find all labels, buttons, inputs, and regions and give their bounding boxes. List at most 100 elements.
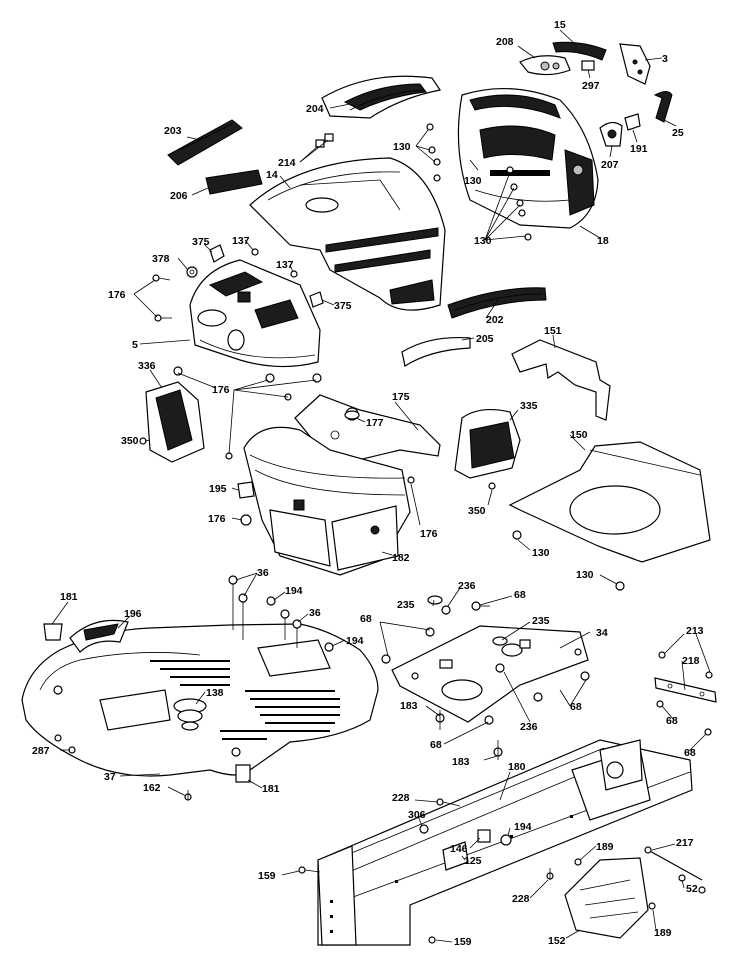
callout-138: 138 — [206, 687, 224, 699]
callout-146: 146 — [450, 843, 468, 855]
part-52-nuts — [678, 874, 706, 894]
callout-203: 203 — [164, 125, 182, 137]
part-335-side-panel — [454, 408, 521, 479]
callout-206: 206 — [170, 190, 188, 202]
callout-68-b: 68 — [360, 613, 372, 625]
part-183-bolts — [435, 710, 503, 760]
callout-159-a: 159 — [258, 870, 276, 882]
part-236-bolts — [441, 605, 505, 673]
part-14-hood — [249, 157, 446, 311]
callout-180: 180 — [508, 761, 526, 773]
callout-181-a: 181 — [60, 591, 78, 603]
callout-207: 207 — [601, 159, 619, 171]
part-206-lens — [205, 169, 263, 195]
callout-130-a: 130 — [393, 141, 411, 153]
part-196-seat-plate — [69, 619, 129, 653]
callout-labels: 15 208 3 297 204 203 130 214 14 207 191 … — [32, 19, 704, 948]
part-217-rod — [644, 846, 703, 881]
callout-202: 202 — [486, 314, 504, 326]
callout-194-a: 194 — [285, 585, 303, 597]
part-130-screws-upper — [426, 123, 532, 241]
callout-176-c: 176 — [208, 513, 226, 525]
part-18-grille-housing — [457, 87, 599, 229]
callout-52: 52 — [686, 883, 698, 895]
callout-36-b: 36 — [309, 607, 321, 619]
part-297-clip — [581, 60, 595, 71]
callout-183-b: 183 — [452, 756, 470, 768]
part-150-footrest-plate — [508, 441, 711, 563]
callout-194-c: 194 — [514, 821, 532, 833]
callout-68-e: 68 — [430, 739, 442, 751]
callout-235-b: 235 — [532, 615, 550, 627]
callout-335: 335 — [520, 400, 538, 412]
part-68-bolts — [381, 601, 712, 736]
callout-15: 15 — [554, 19, 566, 31]
part-34-plate — [391, 625, 589, 723]
callout-350-a: 350 — [121, 435, 139, 447]
callout-130-e: 130 — [576, 569, 594, 581]
callout-205: 205 — [476, 333, 494, 345]
callout-34: 34 — [596, 627, 608, 639]
callout-37: 37 — [104, 771, 116, 783]
callout-213: 213 — [686, 625, 704, 637]
callout-68-c: 68 — [570, 701, 582, 713]
callout-194-b: 194 — [346, 635, 364, 647]
part-207-headlight — [599, 121, 623, 147]
part-181-bumper — [43, 623, 251, 783]
callout-189-b: 189 — [654, 927, 672, 939]
part-189-bolts — [574, 858, 656, 910]
part-213-bolts — [658, 651, 713, 679]
callout-217: 217 — [676, 837, 694, 849]
callout-36-a: 36 — [257, 567, 269, 579]
callout-189-a: 189 — [596, 841, 614, 853]
part-375-clips — [209, 244, 324, 308]
part-195-knob — [237, 481, 255, 499]
callout-236-b: 236 — [520, 721, 538, 733]
callout-196: 196 — [124, 608, 142, 620]
part-36-bolts — [228, 575, 302, 648]
callout-214: 214 — [278, 157, 296, 169]
callout-208: 208 — [496, 36, 514, 48]
part-15-strip — [552, 41, 607, 61]
part-182-lower-dash — [243, 426, 411, 576]
callout-159-b: 159 — [454, 936, 472, 948]
callout-175: 175 — [392, 391, 410, 403]
part-25-trim — [653, 91, 673, 123]
part-204-hood-vent — [321, 75, 441, 119]
callout-228-a: 228 — [392, 792, 410, 804]
callout-176-b: 176 — [212, 384, 230, 396]
callout-350-b: 350 — [468, 505, 486, 517]
callout-152: 152 — [548, 935, 566, 947]
callout-195: 195 — [209, 483, 227, 495]
callout-235-a: 235 — [397, 599, 415, 611]
callout-3: 3 — [662, 53, 668, 65]
part-191-bulb — [624, 113, 641, 131]
callout-130-d: 130 — [532, 547, 550, 559]
part-306-bushing — [419, 824, 429, 834]
part-146-spacer — [477, 829, 491, 843]
leader-lines — [51, 29, 711, 943]
callout-336: 336 — [138, 360, 156, 372]
part-152-footrest — [564, 857, 649, 939]
part-214-clips — [315, 133, 334, 148]
callout-162: 162 — [143, 782, 161, 794]
callout-68-d: 68 — [666, 715, 678, 727]
callout-191: 191 — [630, 143, 648, 155]
part-336-side-panel — [145, 381, 205, 463]
callout-236-a: 236 — [458, 580, 476, 592]
part-228-bolts — [436, 798, 554, 880]
callout-183-a: 183 — [400, 700, 418, 712]
part-194-nuts — [266, 596, 334, 652]
part-5-dash-panel — [189, 259, 321, 368]
part-218-bracket — [654, 677, 717, 703]
callout-306: 306 — [408, 809, 426, 821]
part-137-screws — [251, 248, 298, 278]
callout-181-b: 181 — [262, 783, 280, 795]
callout-137-a: 137 — [232, 235, 250, 247]
callout-68-f: 68 — [684, 747, 696, 759]
part-159-bolts — [298, 866, 436, 944]
callout-5: 5 — [132, 339, 138, 351]
callout-176-a: 176 — [108, 289, 126, 301]
part-378-grommet — [186, 266, 198, 278]
